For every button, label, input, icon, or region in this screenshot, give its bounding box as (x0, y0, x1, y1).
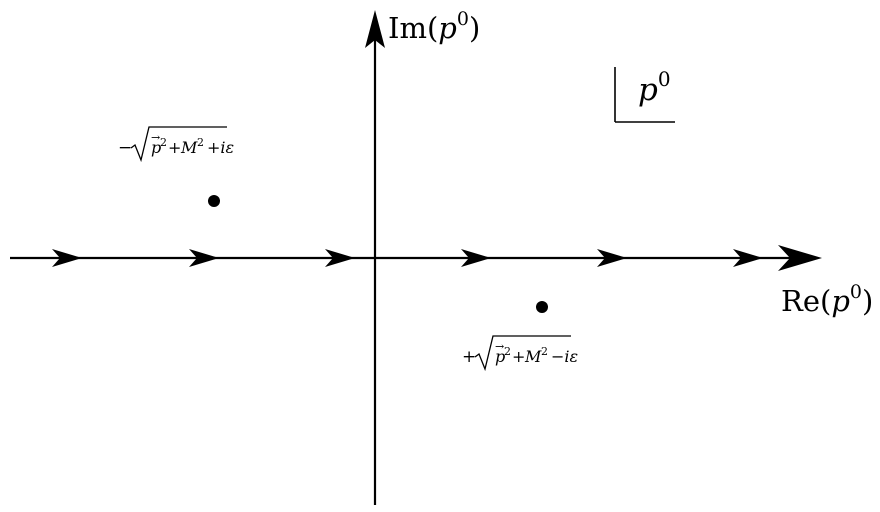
pole-label-vec-arrow: → (495, 340, 504, 353)
contour-arrow (733, 249, 763, 267)
plane-tag: p0 (614, 67, 675, 123)
pole-label-sign: + (462, 347, 476, 367)
pole-label-vec-arrow: → (151, 131, 160, 144)
sqrt-sign (130, 126, 227, 163)
pole-upper-left (208, 195, 220, 207)
pole-label-plus: + (512, 347, 525, 366)
contour-arrow (189, 249, 219, 267)
pole-label-exp: 2 (541, 345, 548, 358)
pole-label-mass: M (180, 138, 198, 157)
imaginary-axis-label: Im(p0) (388, 8, 480, 45)
contour-arrow (461, 249, 491, 267)
pole-lower-right (536, 301, 548, 313)
contour-arrow (52, 249, 82, 267)
pole-label-exp: 2 (197, 136, 204, 149)
pole-label-shift: −iε (551, 347, 578, 366)
pole-label-plus: + (168, 138, 181, 157)
pole-label-lower-right: + p → 2 + M 2 −iε (462, 335, 578, 372)
contour-arrow (325, 249, 355, 267)
contour-arrow (597, 249, 627, 267)
sqrt-sign (474, 335, 571, 372)
pole-label-vec: p (151, 138, 161, 157)
pole-label-exp: 2 (160, 136, 167, 149)
pole-label-exp: 2 (504, 345, 511, 358)
pole-label-sign: − (118, 138, 132, 158)
real-axis-label: Re(p0) (781, 281, 873, 318)
pole-label-mass: M (524, 347, 542, 366)
plane-tag-label: p0 (638, 67, 671, 108)
pole-label-vec: p (495, 347, 505, 366)
real-axis-arrowhead (778, 245, 822, 271)
pole-label-upper-left: − p → 2 + M 2 +iε (118, 126, 234, 163)
pole-label-shift: +iε (207, 138, 234, 157)
imaginary-axis-arrowhead (365, 10, 385, 48)
